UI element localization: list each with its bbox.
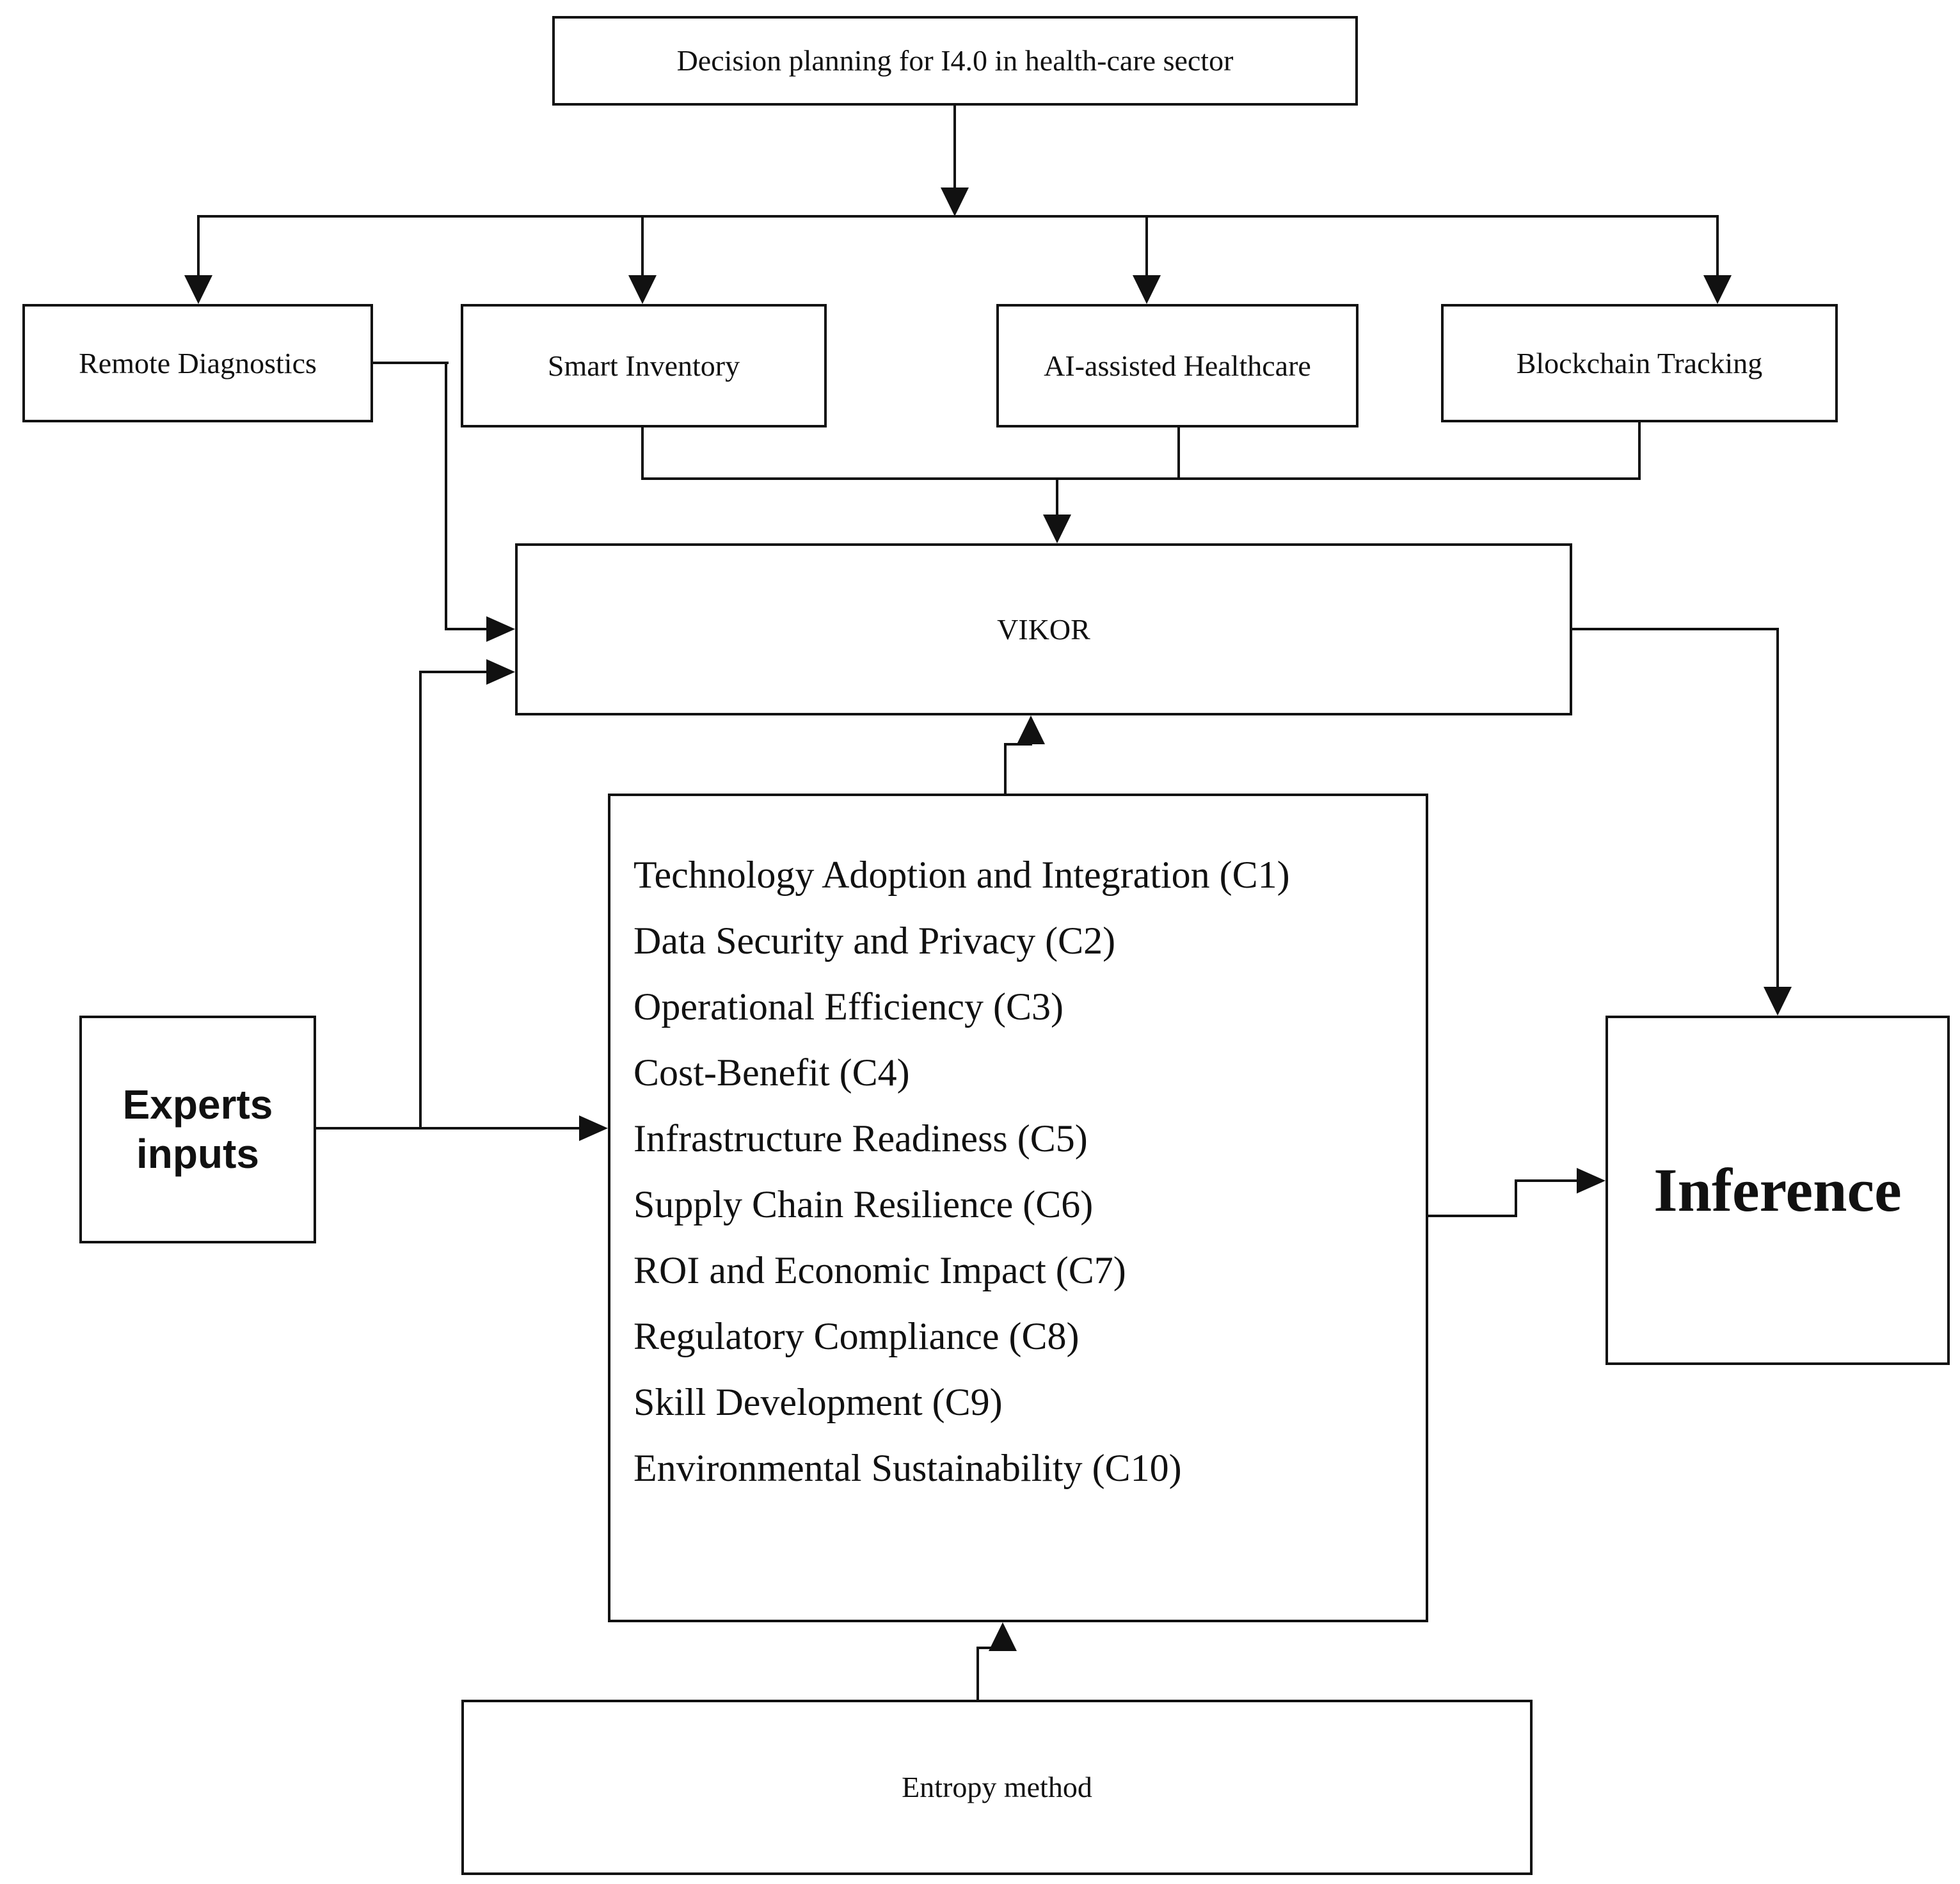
connector-smart-down xyxy=(641,427,644,480)
connector-experts-branch-up xyxy=(419,671,422,1130)
node-remote-diagnostics: Remote Diagnostics xyxy=(22,304,373,422)
connector-vikor-down-to-inference xyxy=(1776,628,1779,989)
connector-experts-right xyxy=(316,1127,581,1130)
connector-bus-to-ai xyxy=(1145,215,1148,276)
arrowhead-into-blockchain xyxy=(1703,275,1732,304)
arrowhead-into-vikor-left-lower xyxy=(486,659,515,685)
criteria-item: Skill Development (C9) xyxy=(633,1381,1003,1423)
connector-bus-to-remote xyxy=(197,215,200,276)
connector-criteria-jog-right xyxy=(1004,743,1032,746)
connector-bus-to-smart xyxy=(641,215,644,276)
node-criteria-list: Technology Adoption and Integration (C1)… xyxy=(608,794,1428,1622)
node-remote-diagnostics-label: Remote Diagnostics xyxy=(79,346,317,379)
node-inference-label: Inference xyxy=(1653,1156,1902,1224)
node-blockchain-tracking-label: Blockchain Tracking xyxy=(1516,346,1763,379)
node-smart-inventory: Smart Inventory xyxy=(461,304,827,427)
connector-merge-bus xyxy=(641,477,1641,480)
criteria-item: Technology Adoption and Integration (C1) xyxy=(633,854,1290,896)
node-blockchain-tracking: Blockchain Tracking xyxy=(1441,304,1838,422)
connector-decision-down xyxy=(953,106,956,189)
criteria-item: Environmental Sustainability (C10) xyxy=(633,1447,1182,1489)
connector-criteria-out-right xyxy=(1428,1215,1517,1217)
connector-criteria-jog-up xyxy=(1515,1179,1517,1217)
connector-branch-to-vikor xyxy=(419,671,490,673)
arrowhead-into-vikor-top xyxy=(1043,515,1071,543)
connector-remote-to-vikor xyxy=(445,628,490,630)
connector-vikor-out-right xyxy=(1572,628,1779,630)
arrowhead-into-vikor-left-upper xyxy=(486,616,515,642)
arrowhead-into-inference-left xyxy=(1577,1168,1605,1193)
arrowhead-into-ai xyxy=(1133,275,1161,304)
criteria-item: Infrastructure Readiness (C5) xyxy=(633,1117,1088,1160)
node-vikor-label: VIKOR xyxy=(997,612,1090,646)
arrowhead-into-bus xyxy=(941,188,969,216)
node-entropy-method: Entropy method xyxy=(461,1700,1533,1875)
node-smart-inventory-label: Smart Inventory xyxy=(547,349,740,382)
criteria-item: ROI and Economic Impact (C7) xyxy=(633,1249,1126,1291)
connector-bus-to-blockchain xyxy=(1716,215,1719,276)
connector-blockchain-down xyxy=(1638,422,1641,480)
connector-entropy-up xyxy=(976,1647,979,1700)
connector-remote-down xyxy=(445,362,447,630)
connector-ai-down xyxy=(1177,427,1180,480)
criteria-item: Operational Efficiency (C3) xyxy=(633,986,1064,1028)
node-vikor: VIKOR xyxy=(515,543,1572,715)
node-ai-assisted-healthcare: AI-assisted Healthcare xyxy=(996,304,1358,427)
criteria-item: Cost-Benefit (C4) xyxy=(633,1051,910,1094)
connector-merge-to-vikor xyxy=(1056,477,1058,516)
arrowhead-into-criteria-left xyxy=(579,1115,608,1141)
node-entropy-method-label: Entropy method xyxy=(902,1771,1092,1804)
connector-criteria-up xyxy=(1004,743,1007,794)
connector-distribution-bus xyxy=(197,215,1719,218)
arrowhead-into-inference-top xyxy=(1764,987,1792,1016)
node-ai-assisted-healthcare-label: AI-assisted Healthcare xyxy=(1044,349,1311,382)
connector-criteria-to-inference xyxy=(1515,1179,1579,1182)
connector-remote-out-right xyxy=(373,362,449,364)
node-experts-inputs: Experts inputs xyxy=(79,1016,316,1243)
arrowhead-into-vikor-bottom xyxy=(1017,715,1045,744)
node-experts-inputs-label: Experts inputs xyxy=(122,1082,273,1177)
criteria-item: Supply Chain Resilience (C6) xyxy=(633,1183,1094,1225)
criteria-item: Regulatory Compliance (C8) xyxy=(633,1315,1080,1357)
node-inference: Inference xyxy=(1605,1016,1950,1365)
node-decision-planning: Decision planning for I4.0 in health-car… xyxy=(552,16,1358,106)
criteria-item: Data Security and Privacy (C2) xyxy=(633,920,1116,962)
node-decision-planning-label: Decision planning for I4.0 in health-car… xyxy=(676,44,1234,77)
arrowhead-into-criteria-bottom xyxy=(989,1622,1017,1651)
arrowhead-into-smart xyxy=(628,275,657,304)
arrowhead-into-remote xyxy=(184,275,212,304)
